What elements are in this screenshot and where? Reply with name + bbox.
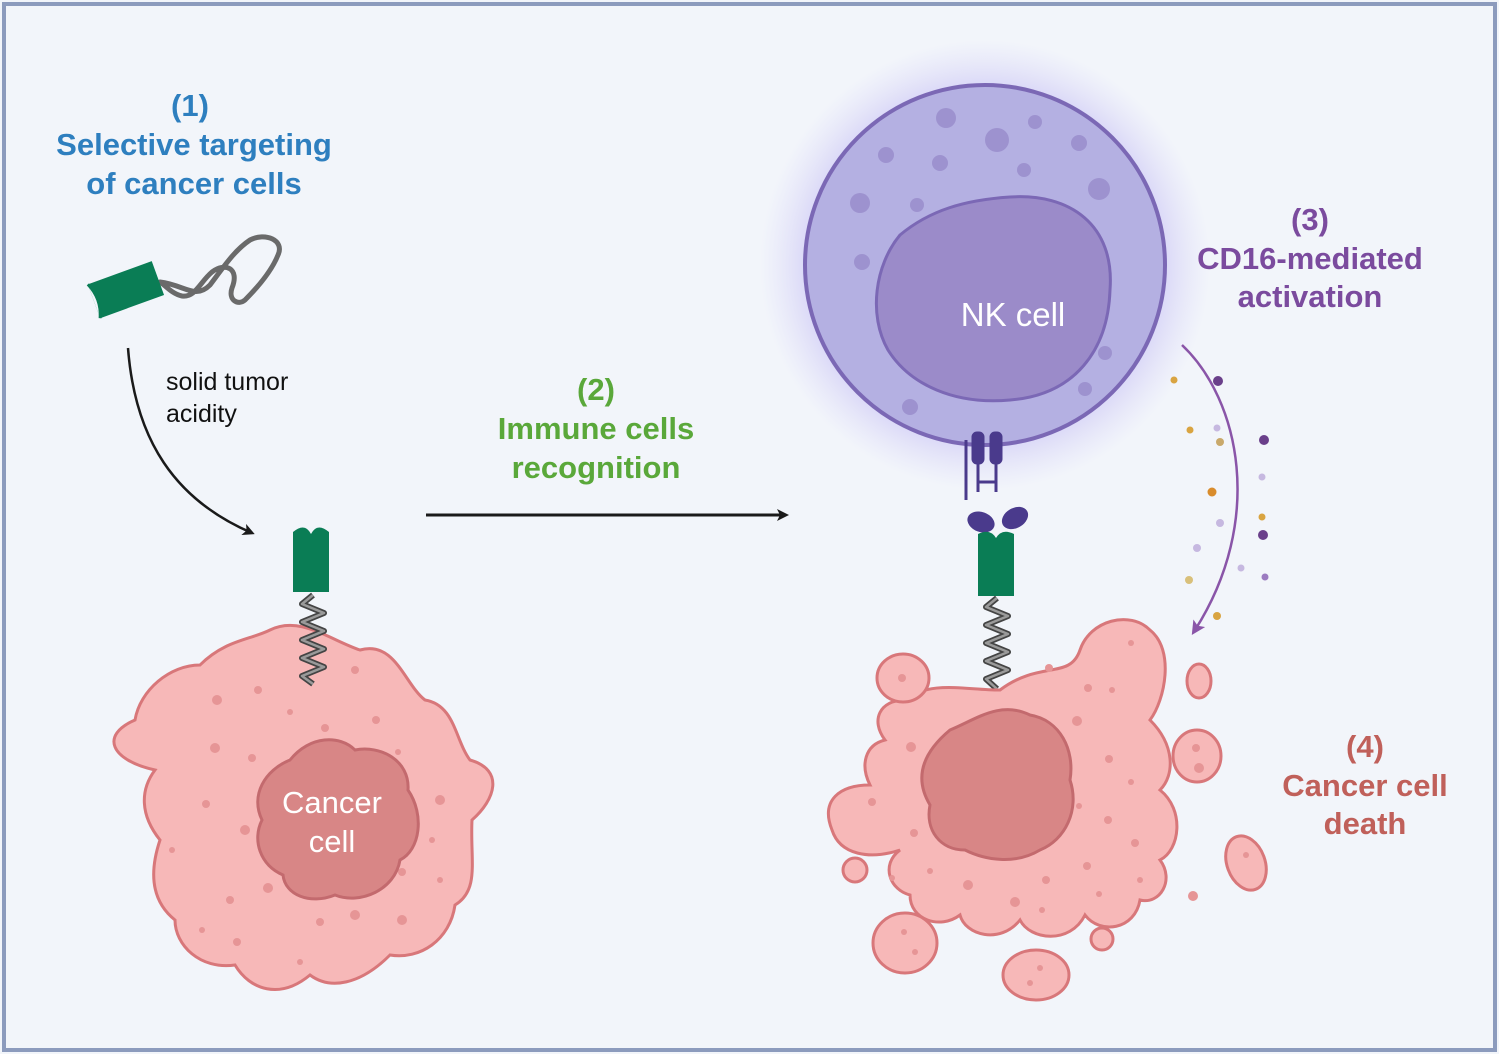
- step-2-number: (2): [577, 372, 615, 407]
- activation-arrow: [1181, 344, 1239, 636]
- step-2-title-line2: recognition: [512, 450, 681, 485]
- cancer-cell-left: Cancer cell: [112, 623, 495, 991]
- cd16-receptor: [964, 431, 1003, 500]
- nk-cell: NK cell: [760, 40, 1210, 490]
- step-3-title-line1: CD16-mediated: [1197, 241, 1423, 276]
- bound-peptide-right: [967, 506, 1029, 692]
- step-4-title-line2: death: [1324, 806, 1407, 841]
- acidity-label-line1: solid tumor: [166, 368, 288, 396]
- apoptotic-bleb: [1224, 834, 1268, 892]
- cancer-cell-right-dying: [826, 618, 1268, 1002]
- cancer-cell-label-line2: cell: [309, 824, 356, 859]
- step-4-number: (4): [1346, 729, 1384, 764]
- step-1-number: (1): [171, 88, 209, 123]
- apoptotic-bleb: [841, 856, 869, 884]
- apoptotic-bleb: [1171, 728, 1223, 784]
- apoptotic-bleb: [1089, 926, 1115, 952]
- cancer-cell-label-line1: Cancer: [282, 785, 382, 820]
- step-2-label: (2) Immune cells recognition: [498, 372, 694, 485]
- free-peptide-icon: [86, 234, 282, 319]
- dying-cell-nucleus: [920, 708, 1075, 861]
- step-3-label: (3) CD16-mediated activation: [1197, 202, 1423, 314]
- step-3-title-line2: activation: [1238, 279, 1383, 314]
- step-2-title-line1: Immune cells: [498, 411, 694, 446]
- nk-cell-nucleus: [874, 195, 1112, 403]
- step-1-title-line2: of cancer cells: [86, 166, 301, 201]
- step-1-label: (1) Selective targeting of cancer cells: [56, 88, 332, 201]
- step-3-number: (3): [1291, 202, 1329, 237]
- cancer-nucleus-left: [256, 738, 420, 901]
- step-1-title-line1: Selective targeting: [56, 127, 332, 162]
- apoptotic-bleb: [871, 911, 939, 975]
- nk-cell-label: NK cell: [961, 296, 1066, 333]
- acidity-arrow: [126, 347, 255, 535]
- step-4-label: (4) Cancer cell death: [1282, 729, 1447, 841]
- apoptotic-bleb: [1185, 662, 1213, 700]
- step-4-title-line1: Cancer cell: [1282, 768, 1447, 803]
- apoptotic-bleb: [1001, 948, 1071, 1002]
- cytotoxic-granules: [1170, 376, 1269, 620]
- inserted-peptide-left: [293, 527, 329, 687]
- acidity-label-line2: acidity: [166, 400, 237, 428]
